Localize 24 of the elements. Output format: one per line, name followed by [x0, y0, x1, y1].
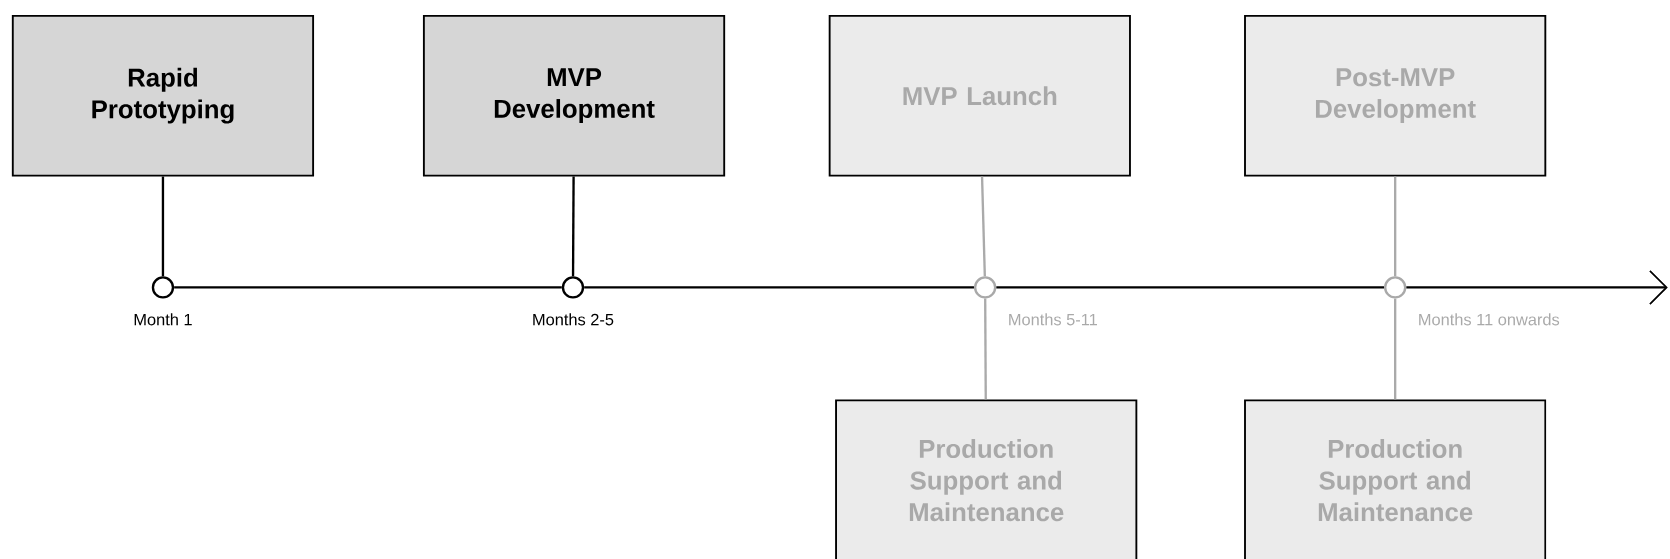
stage-box: Production Support and Maintenance: [1244, 399, 1547, 559]
stage-box: Rapid Prototyping: [11, 14, 315, 177]
connector-line: [174, 286, 562, 289]
connector-line: [1394, 176, 1397, 277]
connector-line: [980, 176, 986, 277]
time-label: Months 5-11: [1009, 313, 1097, 326]
milestone-marker: [151, 276, 175, 299]
milestone-marker: [1384, 276, 1407, 299]
time-label: Months 11 onwards: [1419, 313, 1560, 326]
timeline-arrow: [1406, 269, 1668, 305]
stage-box: MVP Launch: [828, 14, 1131, 177]
connector-line: [571, 176, 575, 277]
stage-box: Production Support and Maintenance: [835, 399, 1138, 559]
milestone-marker: [561, 276, 585, 299]
time-label: Month 1: [134, 313, 192, 326]
connector-line: [584, 286, 974, 289]
time-label: Months 2-5: [533, 313, 614, 326]
connector-line: [996, 286, 1384, 289]
connector-line: [1394, 298, 1397, 400]
connector-line: [161, 176, 165, 277]
milestone-marker: [973, 276, 997, 299]
connector-line: [984, 298, 987, 400]
stage-box: MVP Development: [422, 14, 726, 177]
stage-box: Post-MVP Development: [1244, 14, 1547, 177]
